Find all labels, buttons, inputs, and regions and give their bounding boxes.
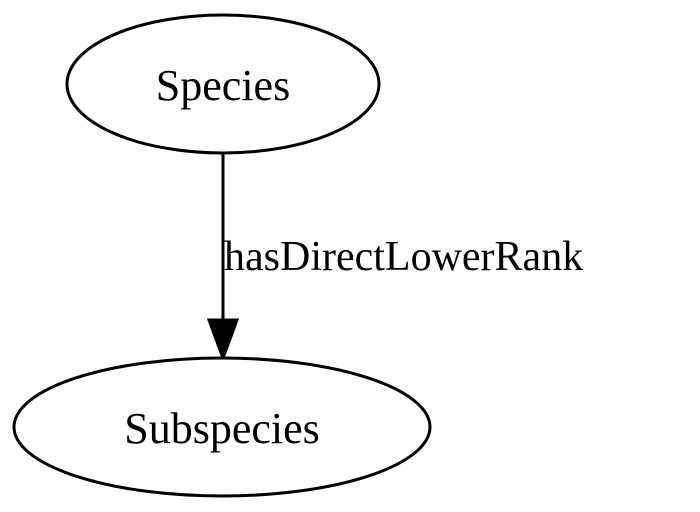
- node-species-label: Species: [156, 61, 290, 110]
- edge-label: hasDirectLowerRank: [224, 234, 583, 280]
- node-subspecies[interactable]: Subspecies: [12, 356, 432, 498]
- node-subspecies-label: Subspecies: [124, 404, 320, 453]
- node-subspecies-ellipse: [12, 356, 432, 498]
- edge-arrowhead-icon: [206, 318, 240, 363]
- node-species[interactable]: Species: [65, 13, 381, 155]
- edge-has-direct-lower-rank: hasDirectLowerRank: [206, 153, 583, 363]
